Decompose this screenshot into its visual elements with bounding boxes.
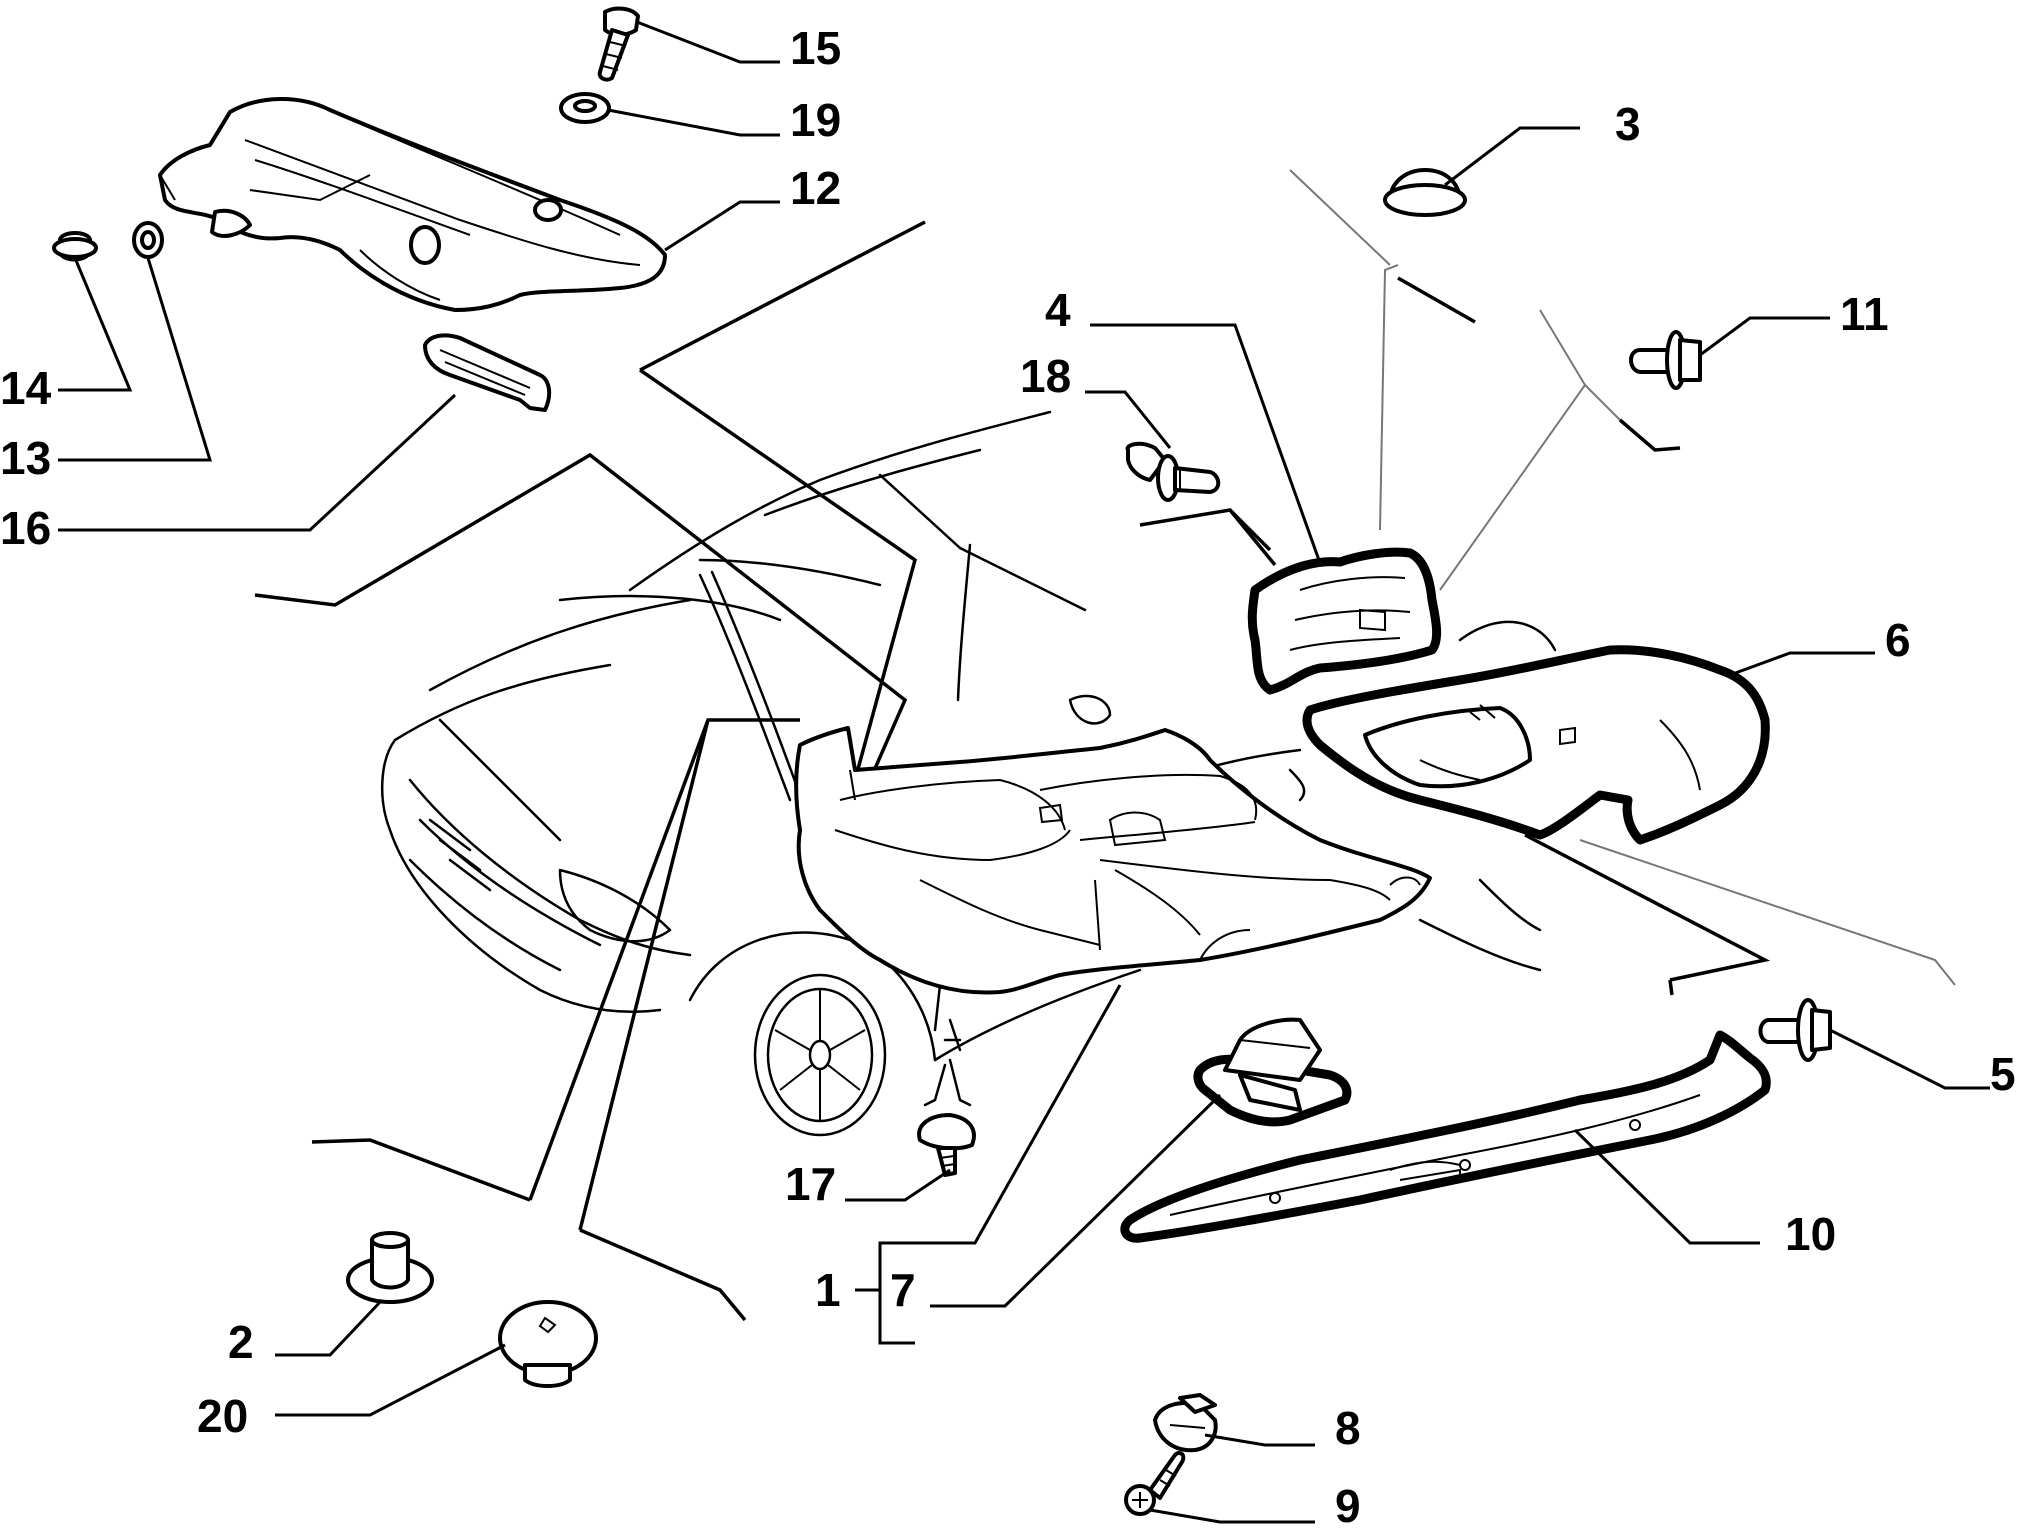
part-5-clip: [1758, 998, 1832, 1062]
part-2-pin: [346, 1231, 434, 1304]
callout-13: 13: [0, 432, 51, 484]
part-15-screw: [597, 6, 640, 82]
callout-14: 14: [0, 362, 52, 414]
part-9-screw: [1124, 1451, 1186, 1516]
callout-labels: 15 19 12 14 13 16 3 4 11 18 6 5 17 10 1 …: [0, 22, 2016, 1529]
callout-7: 7: [890, 1264, 916, 1316]
callout-20: 20: [197, 1390, 248, 1442]
part-16-clip: [423, 333, 552, 412]
leader-lines: [58, 20, 1990, 1524]
part-6-trunk-mat: [1302, 645, 1770, 845]
part-3-plug: [1383, 168, 1467, 217]
part-7-bracket: [1193, 1017, 1352, 1127]
part-8-clip: [1153, 1393, 1218, 1453]
callout-11: 11: [1840, 288, 1889, 340]
callout-1: 1: [815, 1264, 841, 1316]
part-18-fastener: [1125, 441, 1221, 502]
callout-12: 12: [790, 162, 841, 214]
callout-9: 9: [1335, 1480, 1361, 1529]
callout-16: 16: [0, 502, 51, 554]
part-17-screw: [917, 1113, 976, 1177]
callout-15: 15: [790, 22, 841, 74]
part-14-bushing: [52, 231, 98, 262]
callout-19: 19: [790, 94, 841, 146]
callout-3: 3: [1615, 98, 1641, 150]
part-20-cap: [498, 1300, 598, 1388]
part-4-panel: [1247, 547, 1442, 695]
part-10-sill-trim: [1120, 1030, 1771, 1243]
part-1-floor-carpet: [794, 726, 1432, 995]
guide-lines: [254, 169, 1956, 1322]
callout-2: 2: [228, 1316, 254, 1368]
callout-5: 5: [1990, 1048, 2016, 1100]
callout-18: 18: [1020, 350, 1071, 402]
callout-8: 8: [1335, 1402, 1361, 1454]
callout-17: 17: [785, 1158, 836, 1210]
callout-10: 10: [1785, 1208, 1836, 1260]
callout-6: 6: [1885, 614, 1911, 666]
part-12-engine-cover: [158, 97, 667, 312]
part-19-washer: [559, 92, 611, 124]
part-13-grommet: [132, 221, 164, 259]
callout-4: 4: [1045, 284, 1071, 336]
part-11-clip: [1629, 330, 1702, 390]
